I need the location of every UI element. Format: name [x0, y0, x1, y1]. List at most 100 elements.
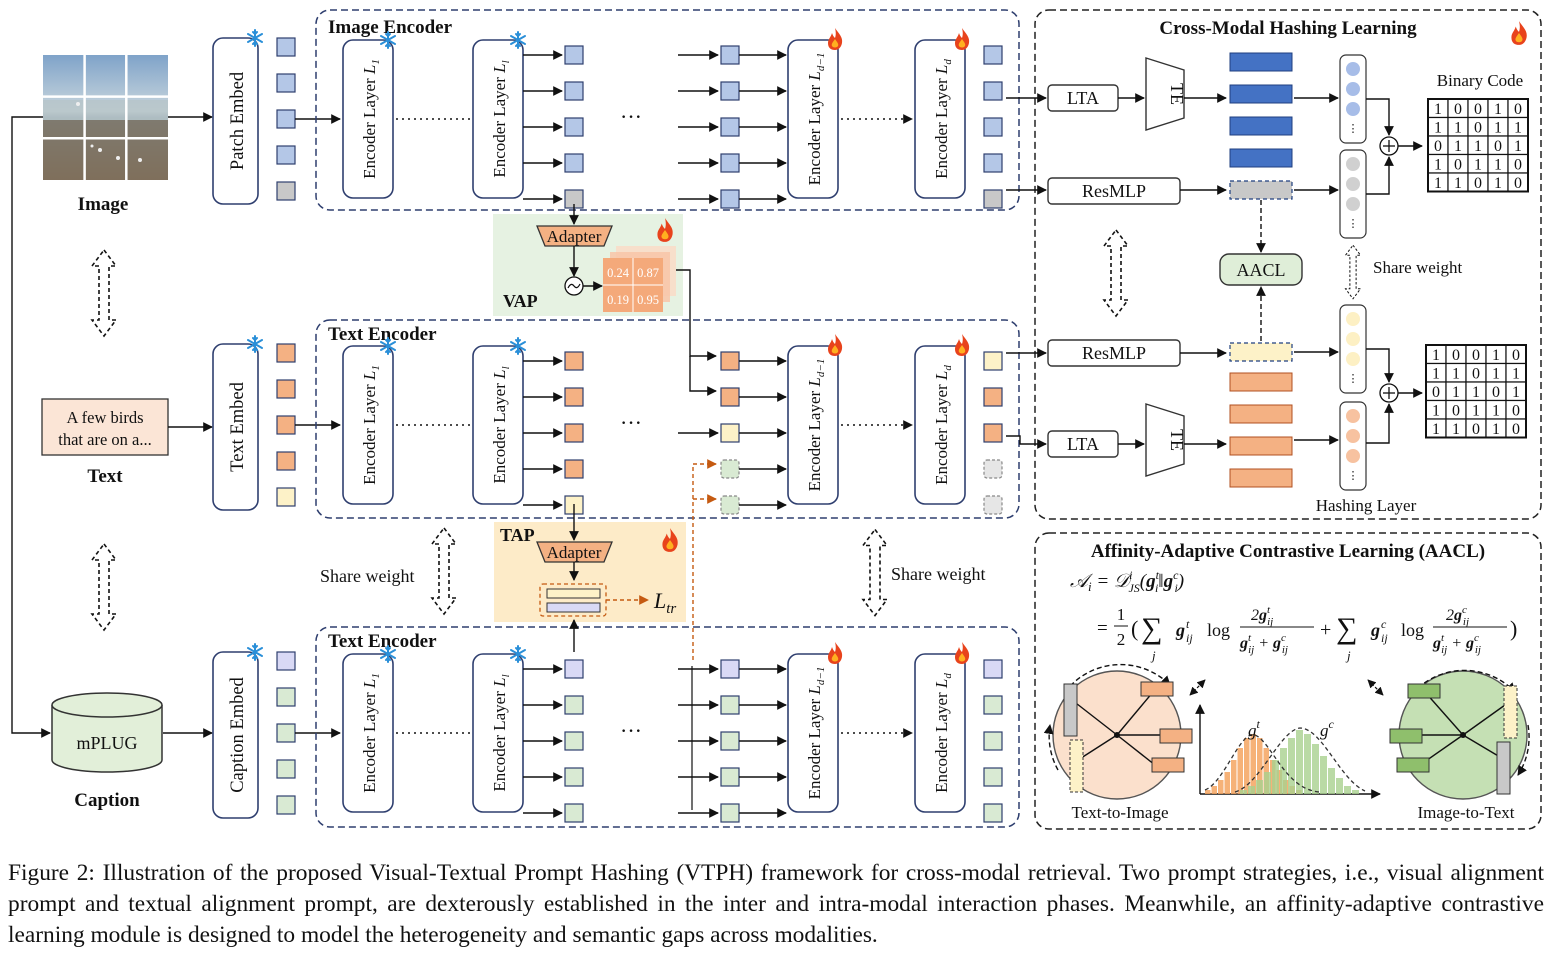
vap-module: Adapter 0.24 0.87 0.19 0.95 VAP	[493, 204, 717, 396]
te-block	[1145, 403, 1185, 477]
encoder-layer-block	[472, 345, 524, 505]
histogram-bar-gt	[1250, 734, 1256, 794]
share-weight-arrow-left	[431, 527, 457, 615]
intermediate-token	[564, 351, 584, 371]
svg-text:c: c	[1381, 617, 1387, 631]
binary-digit: 1	[1492, 403, 1500, 420]
binary-digit: 0	[1434, 138, 1442, 155]
binary-digit: 1	[1432, 421, 1440, 438]
trainable-fire-icon	[955, 334, 970, 356]
diagonal-double-arrow	[1189, 679, 1206, 696]
mplug-label: mPLUG	[76, 733, 137, 753]
ellipsis: ···	[620, 410, 642, 435]
histogram-bar-gc	[1240, 790, 1247, 794]
prompt-token	[720, 351, 740, 371]
hash-node	[1346, 449, 1360, 463]
intermediate-token	[564, 459, 584, 479]
svg-text:ij: ij	[1381, 631, 1388, 645]
binary-digit: 0	[1472, 366, 1480, 383]
combine-arrow	[1366, 98, 1394, 136]
encoder-layer-label: Encoder Layer Ld−1	[805, 53, 827, 186]
image-feature-bar	[1229, 116, 1293, 136]
binary-digit: 1	[1514, 138, 1522, 155]
embed-token	[276, 109, 296, 129]
encoder-layer-label: Encoder Layer L1	[360, 365, 382, 485]
hash-node	[1346, 352, 1360, 366]
binary-digit: 1	[1474, 138, 1482, 155]
hash-node	[1346, 82, 1360, 96]
embed-token	[276, 415, 296, 435]
prompt-token	[720, 695, 740, 715]
ellipsis: ···	[620, 104, 642, 129]
encoder-layer-label: Encoder Layer Ld	[932, 365, 954, 485]
output-token	[983, 695, 1003, 715]
encoder-layer-label: Encoder Layer L1	[360, 59, 382, 179]
image-feature-bar	[1229, 84, 1293, 104]
hash-node	[1346, 157, 1360, 171]
prompt-token	[720, 117, 740, 137]
histogram-bar-gt	[1276, 770, 1282, 794]
text-feature-bar	[1229, 372, 1293, 392]
binary-digit: 0	[1452, 347, 1460, 364]
intermediate-token	[564, 387, 584, 407]
encoder-layer-block	[472, 39, 524, 199]
node-dots: ⋮	[1348, 123, 1359, 135]
svg-text:(: (	[1131, 616, 1138, 641]
hash-node	[1346, 312, 1360, 326]
embed-token	[276, 379, 296, 399]
encoder-layer-label: Encoder Layer Ll	[490, 60, 512, 177]
te-block	[1145, 57, 1185, 131]
prompt-token	[720, 423, 740, 443]
text-to-image-graph: Text-to-Image	[1043, 663, 1193, 822]
prompt-token	[720, 153, 740, 173]
image-to-text-graph: Image-to-Text	[1389, 669, 1530, 822]
embed-token	[276, 723, 296, 743]
affinity-value: 0.87	[637, 266, 659, 280]
image-text-double-arrow	[91, 249, 117, 337]
aacl-block-label: AACL	[1237, 260, 1286, 280]
histogram-bar-gt	[1224, 772, 1230, 794]
svg-text:∑: ∑	[1141, 612, 1162, 645]
binary-digit: 1	[1432, 403, 1440, 420]
binary-digit: 0	[1472, 347, 1480, 364]
output-token	[983, 351, 1003, 371]
histogram-bar-gc	[1344, 786, 1351, 794]
histogram-bar-gc	[1304, 734, 1311, 794]
histogram-bar-gt	[1257, 738, 1263, 794]
embed-token	[276, 37, 296, 57]
affinity-value: 0.24	[607, 266, 630, 280]
intermediate-token	[564, 803, 584, 823]
text-encoder-title: Text Encoder	[328, 324, 437, 345]
caption-encoder-title: Text Encoder	[328, 631, 437, 652]
svg-text:ij: ij	[1186, 631, 1193, 645]
trainable-fire-icon	[828, 642, 843, 664]
binary-digit: 1	[1434, 157, 1442, 174]
histogram-bar-gc	[1296, 730, 1303, 794]
svg-text:j: j	[1345, 648, 1351, 663]
trainable-fire-icon	[828, 28, 843, 50]
lta-block-label: LTA	[1067, 88, 1099, 108]
embed-token	[276, 795, 296, 815]
text-sample-line2: that are on a...	[58, 430, 151, 449]
binary-code-grid	[1425, 344, 1527, 439]
prompt-token	[720, 189, 740, 209]
affinity-value: 0.19	[607, 293, 629, 307]
aacl-title: Affinity-Adaptive Contrastive Learning (…	[1091, 541, 1485, 562]
patch-embed-block: Patch Embed	[212, 29, 263, 205]
lta-block-label: LTA	[1067, 434, 1099, 454]
diagonal-double-arrow	[1367, 679, 1384, 696]
intermediate-token	[564, 731, 584, 751]
svg-text:+: +	[1320, 619, 1331, 641]
binary-digit: 1	[1432, 347, 1440, 364]
intermediate-token	[564, 423, 584, 443]
binary-digit: 0	[1474, 175, 1482, 192]
histogram-bar-gt	[1211, 786, 1217, 794]
hash-node	[1346, 197, 1360, 211]
share-weight-label-left: Share weight	[320, 566, 414, 586]
binary-digit: 1	[1494, 175, 1502, 192]
encoder-layer-label: Encoder Layer Ld−1	[805, 359, 827, 492]
